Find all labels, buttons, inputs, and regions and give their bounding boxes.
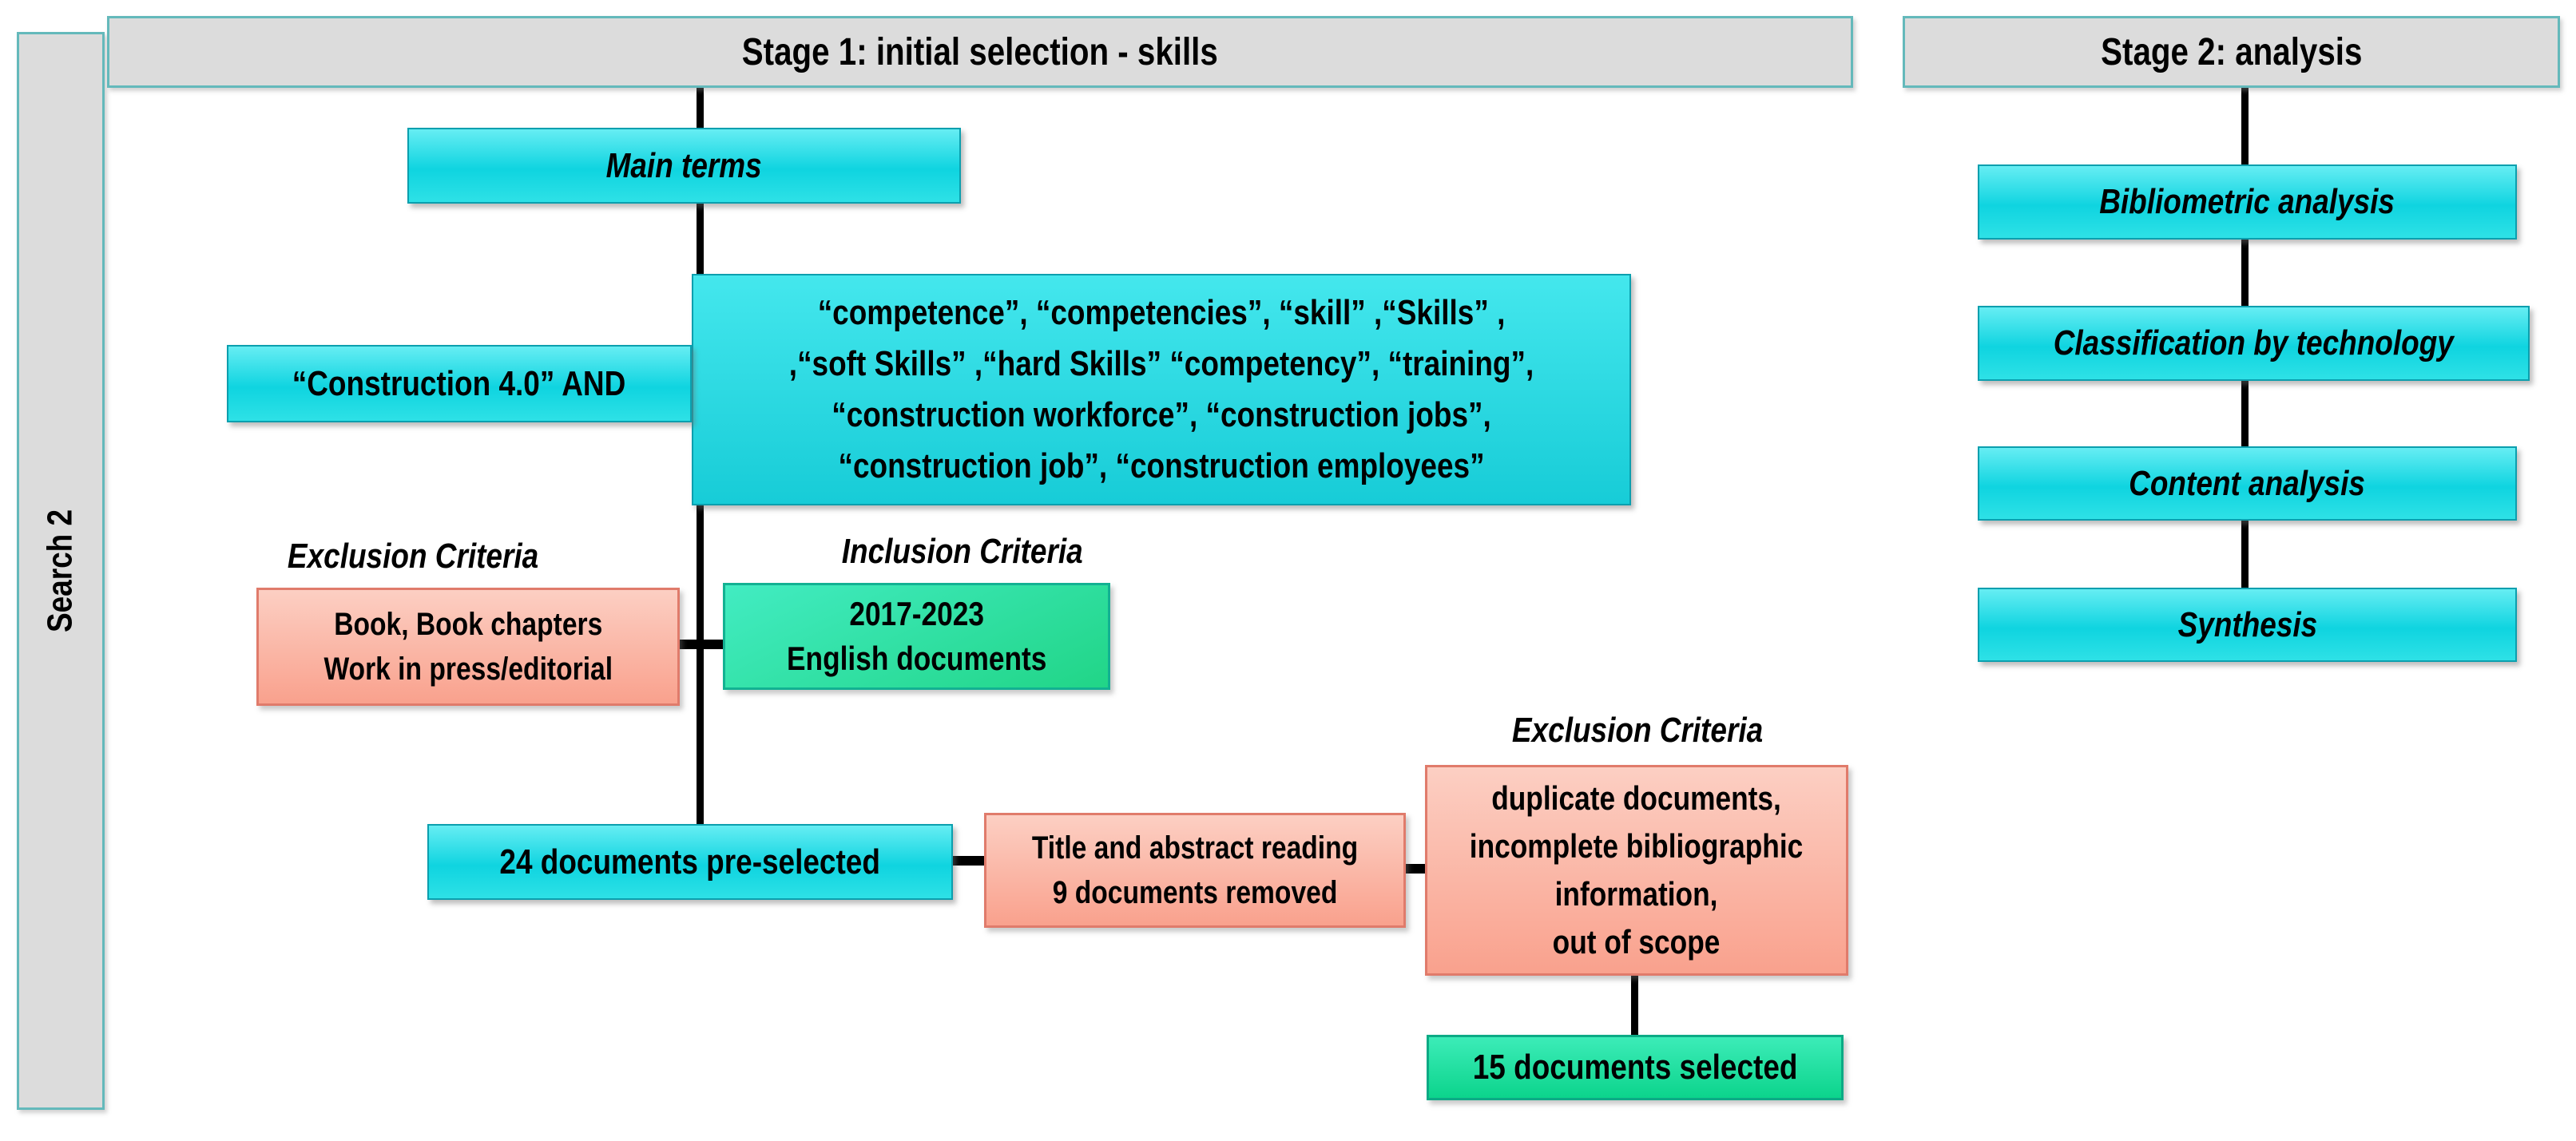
step-label: Content analysis bbox=[2129, 463, 2366, 503]
inclusion-box: 2017-2023 English documents bbox=[723, 583, 1110, 690]
selected-label: 15 documents selected bbox=[1472, 1048, 1798, 1087]
step-box-classification-by-technology: Classification by technology bbox=[1978, 306, 2530, 381]
main-terms-box: Main terms bbox=[407, 128, 961, 204]
search2-sidebar: Search 2 bbox=[17, 32, 105, 1110]
exclusion-box-2-text: duplicate documents, incomplete bibliogr… bbox=[1470, 779, 1804, 961]
inclusion-box-text: 2017-2023 English documents bbox=[786, 595, 1047, 677]
connector-preselected-to-screening bbox=[951, 856, 987, 866]
selected-box: 15 documents selected bbox=[1427, 1035, 1844, 1100]
connector-exclusion2-to-selected bbox=[1631, 974, 1638, 1038]
search-terms-box: “competence”, “competencies”, “skill” ,“… bbox=[692, 274, 1631, 505]
inclusion-criteria-label: Inclusion Criteria bbox=[842, 532, 1083, 571]
step-box-synthesis: Synthesis bbox=[1978, 588, 2517, 662]
stage1-header-label: Stage 1: initial selection - skills bbox=[741, 30, 1219, 73]
exclusion-box-1-text: Book, Book chapters Work in press/editor… bbox=[323, 607, 613, 687]
screening-box-text: Title and abstract reading 9 documents r… bbox=[1031, 830, 1359, 910]
step-box-bibliometric-analysis: Bibliometric analysis bbox=[1978, 164, 2517, 240]
step-label: Synthesis bbox=[2177, 604, 2317, 644]
construction-and-label: “Construction 4.0” AND bbox=[292, 363, 626, 403]
preselected-box: 24 documents pre-selected bbox=[427, 824, 953, 900]
stage2-header: Stage 2: analysis bbox=[1903, 16, 2560, 88]
connector-screening-to-exclusion2 bbox=[1403, 864, 1430, 874]
search-terms-text: “competence”, “competencies”, “skill” ,“… bbox=[788, 293, 1534, 485]
step-label: Classification by technology bbox=[2053, 323, 2455, 363]
preselected-label: 24 documents pre-selected bbox=[499, 842, 881, 882]
exclusion-criteria-label-2: Exclusion Criteria bbox=[1511, 711, 1764, 750]
connector-criteria-horizontal bbox=[671, 640, 728, 649]
exclusion-criteria-label-1: Exclusion Criteria bbox=[287, 537, 539, 576]
exclusion-box-2: duplicate documents, incomplete bibliogr… bbox=[1425, 765, 1848, 976]
main-terms-label: Main terms bbox=[605, 145, 763, 185]
screening-box: Title and abstract reading 9 documents r… bbox=[984, 813, 1406, 928]
stage2-header-label: Stage 2: analysis bbox=[2100, 30, 2363, 73]
stage1-header: Stage 1: initial selection - skills bbox=[107, 16, 1853, 88]
exclusion-box-1: Book, Book chapters Work in press/editor… bbox=[256, 588, 680, 706]
step-box-content-analysis: Content analysis bbox=[1978, 446, 2517, 521]
step-label: Bibliometric analysis bbox=[2099, 182, 2395, 221]
search2-label: Search 2 bbox=[41, 509, 80, 633]
construction-and-box: “Construction 4.0” AND bbox=[227, 345, 692, 422]
